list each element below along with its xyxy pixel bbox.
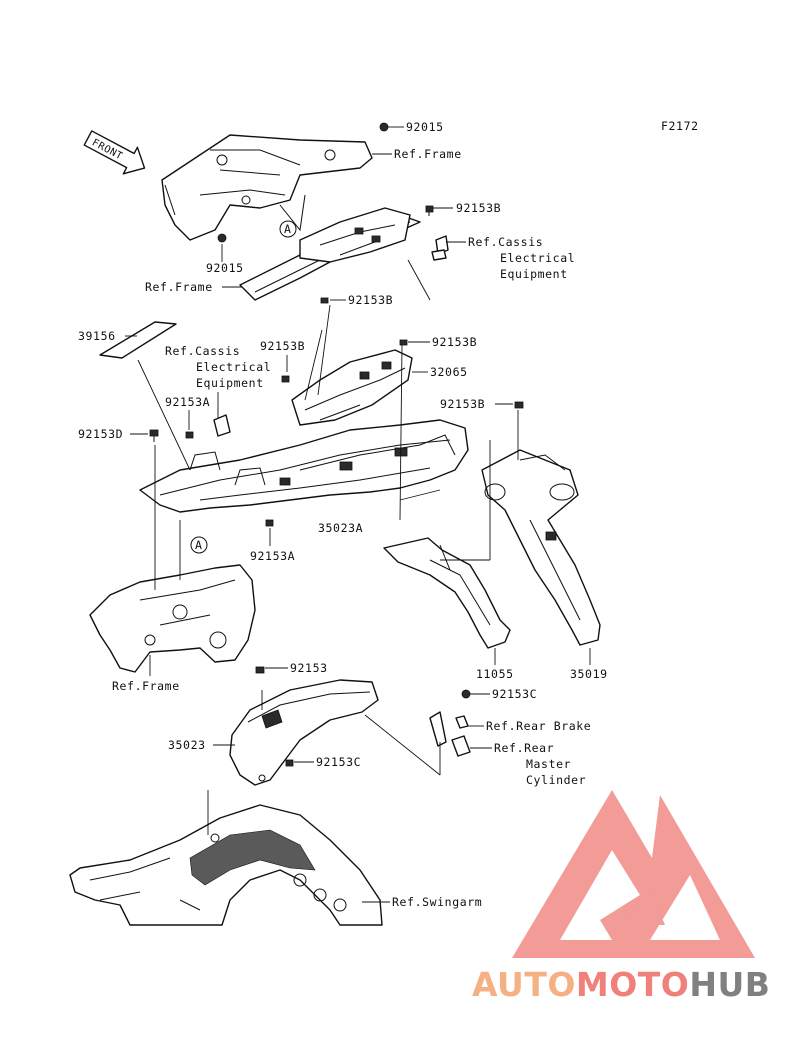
bracket-11055 [383,537,511,649]
label-ref-cassis-left-2: Electrical [196,360,271,374]
watermark-logo-icon [512,790,755,958]
callout-a-bottom: A [190,536,208,554]
label-92153: 92153 [290,661,328,675]
svg-text:A: A [284,222,292,236]
bolt-icon [461,689,471,699]
bolt-icon [320,297,329,304]
label-32065: 32065 [430,365,468,379]
upper-tray [299,207,411,263]
label-39156: 39156 [78,329,116,343]
swingarm [69,804,383,926]
label-92153B-4: 92153B [260,339,305,353]
svg-text:A: A [195,538,203,552]
watermark-text: AUTOMOTOHUB [472,965,770,1004]
frame-lower [89,564,256,673]
label-92153C-1: 92153C [492,687,537,701]
bolt-icon [379,122,389,132]
frame-upper [161,134,373,241]
label-92153A-2: 92153A [250,549,295,563]
label-92153B-2: 92153B [348,293,393,307]
bolt-icon [514,401,524,409]
callout-a-top: A [279,220,297,238]
bolt-icon [217,233,227,243]
bolt-icon [425,205,434,216]
label-ref-rear-master-2: Master [526,757,571,771]
bolt-icon [265,519,274,527]
label-35019: 35019 [570,667,608,681]
label-92153B-1: 92153B [456,201,501,215]
label-ref-frame-mid: Ref.Frame [145,280,213,294]
label-92153B-3: 92153B [432,335,477,349]
brake-bracket [429,711,471,757]
label-ref-cassis-right-3: Equipment [500,267,568,281]
label-92015-left: 92015 [206,261,244,275]
label-ref-rear-master-1: Ref.Rear [494,741,554,755]
label-35023: 35023 [168,738,206,752]
fender-35023 [229,679,379,786]
figure-code: F2172 [661,119,699,133]
label-ref-frame-top: Ref.Frame [394,147,462,161]
undertray-35023A [139,419,469,513]
pad-39156 [99,321,177,359]
front-arrow-icon: FRONT [83,130,146,175]
label-92153D: 92153D [78,427,123,441]
bracket-35019 [481,449,601,646]
label-ref-cassis-left-1: Ref.Cassis [165,344,240,358]
tray-32065 [291,349,413,426]
label-92153C-2: 92153C [316,755,361,769]
bolt-icon [185,431,194,439]
bolt-icon [285,759,294,767]
label-35023A: 35023A [318,521,363,535]
bolt-icon [281,375,290,383]
label-ref-rear-brake: Ref.Rear Brake [486,719,591,733]
label-ref-cassis-right-1: Ref.Cassis [468,235,543,249]
label-ref-cassis-right-2: Electrical [500,251,575,265]
label-92015-top: 92015 [406,120,444,134]
label-ref-frame-bottom: Ref.Frame [112,679,180,693]
bolt-icon [149,429,159,442]
label-ref-swingarm: Ref.Swingarm [392,895,482,909]
label-11055: 11055 [476,667,514,681]
label-92153A-1: 92153A [165,395,210,409]
bolt-icon [399,339,408,346]
cassis-bracket-right [431,235,449,261]
leader-lines [125,126,591,903]
bolt-icon [255,666,265,674]
cassis-bracket-left [213,414,231,437]
label-92153B-5: 92153B [440,397,485,411]
label-ref-rear-master-3: Cylinder [526,773,586,787]
label-ref-cassis-left-3: Equipment [196,376,264,390]
